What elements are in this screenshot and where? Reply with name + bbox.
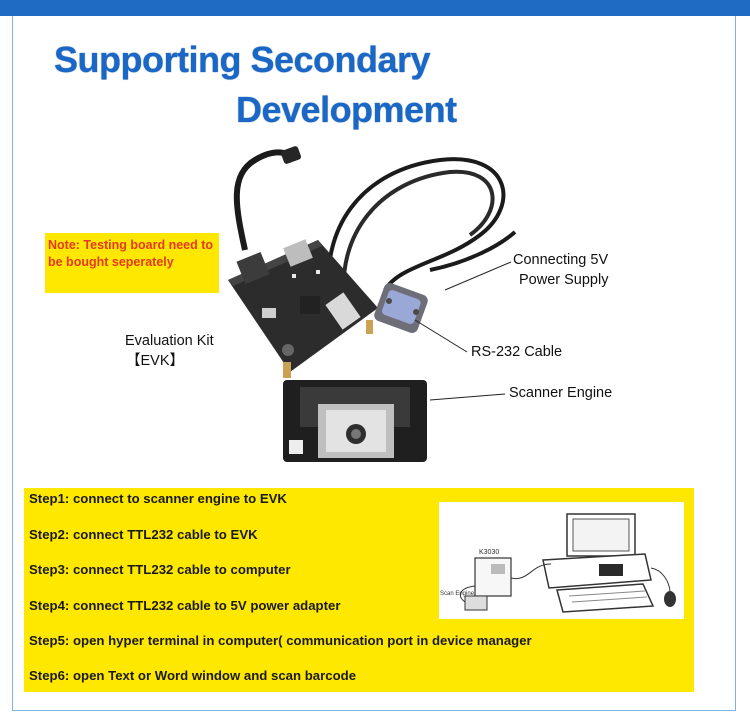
evk-label-line-2: 【EVK】 [126,353,185,369]
step-4: Step4: connect TTL232 cable to 5V power … [29,598,341,613]
connection-diagram-drawing: K3030 Scan Engine [440,513,676,613]
module-label: K3030 [479,549,499,556]
step-1: Step1: connect to scanner engine to EVK [29,491,287,506]
top-banner-bar [0,0,750,16]
connection-diagram: K3030 Scan Engine [439,502,684,619]
evk-label-line-1: Evaluation Kit [125,333,214,349]
power-supply-label-line-2: Power Supply [519,272,609,288]
purchase-note: Note: Testing board need to be bought se… [45,233,219,293]
step-6: Step6: open Text or Word window and scan… [29,668,357,683]
step-5: Step5: open hyper terminal in computer( … [29,633,532,648]
page-title-line-1: Supporting Secondary [54,39,431,80]
product-photo [228,146,517,462]
scanner-engine-label: Scanner Engine [509,385,613,401]
page-title-line-2: Development [236,89,457,130]
step-2: Step2: connect TTL232 cable to EVK [29,527,258,542]
power-supply-label-line-1: Connecting 5V [513,252,609,268]
step-3: Step3: connect TTL232 cable to computer [29,562,291,577]
rs232-cable-label: RS-232 Cable [471,344,563,360]
callout-leaders [414,261,512,401]
engine-label: Scan Engine [440,591,475,597]
